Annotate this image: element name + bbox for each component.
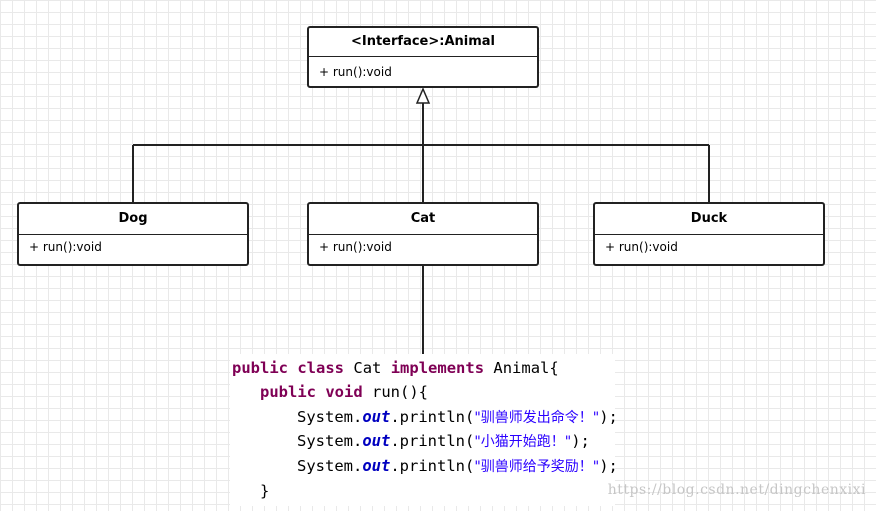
code-println-close: );	[599, 408, 618, 426]
class-duck-method: + run():void	[595, 234, 823, 259]
interface-animal-title: <Interface>:Animal	[309, 28, 537, 57]
code-close-brace: }	[260, 482, 270, 500]
class-duck-box[interactable]: Duck + run():void	[593, 202, 825, 266]
watermark-url: https://blog.csdn.net/dingchenxixi	[607, 482, 866, 498]
class-dog-title: Dog	[118, 211, 148, 226]
code-kw-implements: implements	[390, 359, 485, 377]
code-line-method-decl: public void run(){	[260, 380, 428, 404]
class-duck-title: Duck	[690, 211, 728, 226]
code-out-field: out	[362, 457, 391, 475]
class-dog-box[interactable]: Dog + run():void	[17, 202, 249, 266]
code-system: System.	[297, 432, 363, 450]
code-open-brace: {	[549, 359, 559, 377]
code-println-open: .println(	[390, 457, 475, 475]
code-snippet: public class Cat implements Animal{ publ…	[230, 354, 618, 506]
code-line-class-decl: public class Cat implements Animal{	[232, 356, 559, 380]
code-kw-class: class	[297, 359, 345, 377]
code-line-close-brace: }	[260, 479, 269, 503]
class-cat-method: + run():void	[309, 234, 537, 259]
code-interface-name: Animal	[493, 359, 550, 377]
code-println-close: );	[571, 432, 590, 450]
code-kw-public-2: public	[260, 383, 316, 401]
code-out-field: out	[362, 408, 391, 426]
code-println-open: .println(	[390, 432, 475, 450]
class-cat-title: Cat	[410, 211, 436, 226]
code-println-close: );	[599, 457, 618, 475]
interface-animal-box[interactable]: <Interface>:Animal + run():void	[307, 26, 539, 88]
code-system: System.	[297, 408, 363, 426]
code-system: System.	[297, 457, 363, 475]
code-kw-void: void	[325, 383, 363, 401]
code-class-name: Cat	[353, 359, 382, 377]
class-cat-box[interactable]: Cat + run():void	[307, 202, 539, 266]
code-line-println-2: System.out.println("小猫开始跑！");	[297, 429, 590, 454]
code-println-open: .println(	[390, 408, 475, 426]
code-string-1: "驯兽师发出命令！"	[474, 410, 600, 426]
code-line-println-3: System.out.println("驯兽师给予奖励！");	[297, 454, 618, 479]
code-kw-public: public	[232, 359, 288, 377]
code-string-3: "驯兽师给予奖励！"	[474, 459, 600, 475]
code-method-sig: run(){	[372, 383, 429, 401]
inheritance-arrowhead	[415, 87, 431, 104]
code-string-2: "小猫开始跑！"	[474, 434, 572, 450]
class-dog-method: + run():void	[19, 234, 247, 259]
interface-animal-method: + run():void	[319, 65, 392, 79]
code-out-field: out	[362, 432, 391, 450]
code-line-println-1: System.out.println("驯兽师发出命令！");	[297, 405, 618, 430]
